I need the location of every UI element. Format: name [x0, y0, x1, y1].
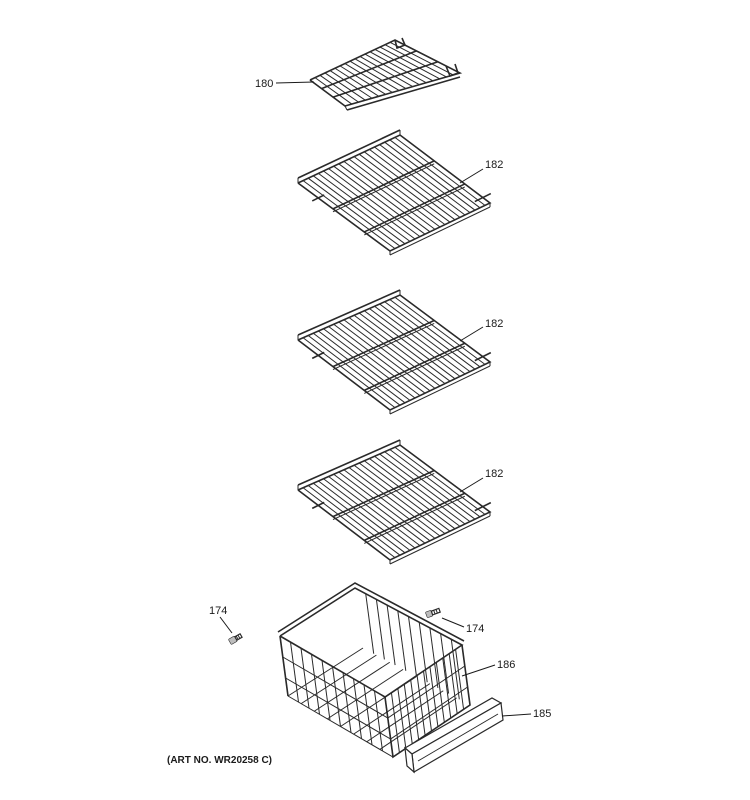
- leader-186: [461, 664, 496, 677]
- screw-174-left: [228, 632, 243, 645]
- label-182-c: 182: [485, 468, 503, 480]
- label-182-a: 182: [485, 159, 503, 171]
- shelf-182-a: [297, 129, 492, 256]
- shelf-182-b: [297, 289, 492, 415]
- leader-174-right: [441, 617, 465, 628]
- leader-182-a: [459, 168, 484, 184]
- basket-186: [277, 582, 471, 759]
- screw-174-right: [425, 607, 441, 618]
- label-180: 180: [255, 78, 273, 90]
- front-panel-185: [403, 697, 504, 774]
- label-174-left: 174: [209, 605, 227, 617]
- label-182-b: 182: [485, 318, 503, 330]
- leader-182-c: [459, 477, 484, 493]
- label-185: 185: [533, 708, 551, 720]
- leader-180: [275, 81, 315, 84]
- label-174-right: 174: [466, 623, 484, 635]
- rack-180: [309, 37, 463, 111]
- leader-182-b: [459, 326, 484, 342]
- shelf-182-c: [297, 439, 492, 565]
- art-number-note: (ART NO. WR20258 C): [167, 755, 272, 766]
- leader-174-left: [219, 616, 233, 634]
- label-186: 186: [497, 659, 515, 671]
- leader-185: [501, 713, 532, 717]
